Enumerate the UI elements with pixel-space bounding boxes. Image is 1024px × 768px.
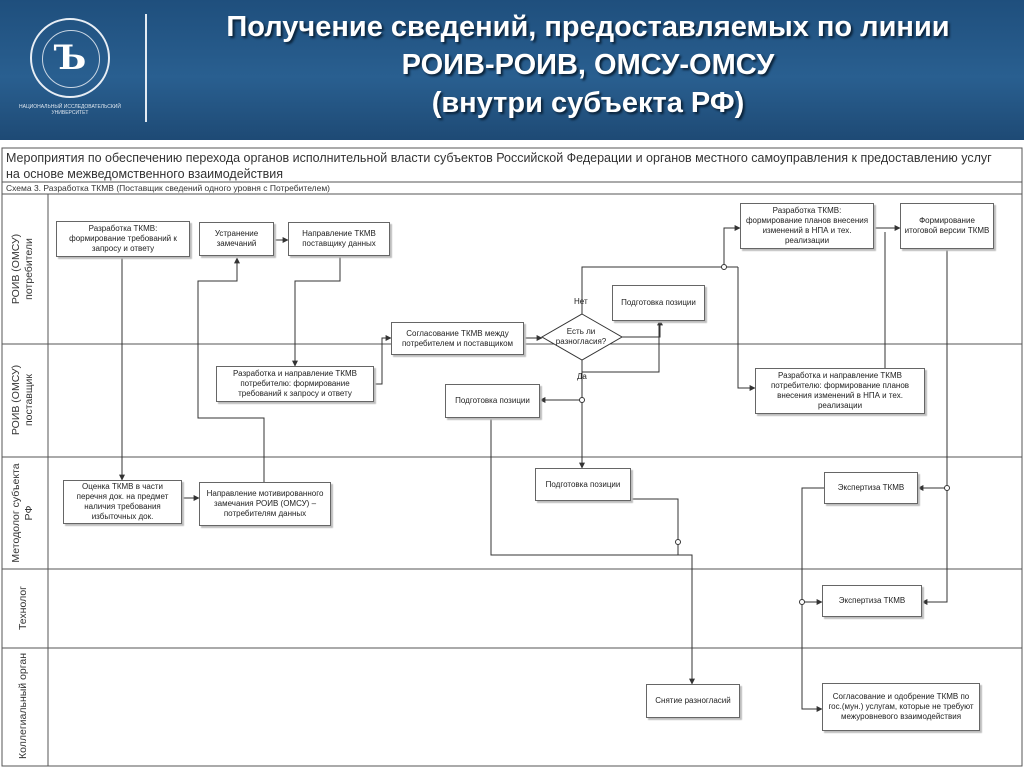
title-line-1: Получение сведений, предоставляемых по л… [226, 11, 950, 43]
box-final-version: Формирование итоговой версии ТКМВ [900, 203, 994, 249]
lane-methodologist: Методолог субъекта РФ [10, 463, 35, 563]
box-expertise-methodologist: Экспертиза ТКМВ [824, 472, 918, 504]
box-resolve-disagreements: Снятие разногласий [646, 684, 740, 718]
lane-supplier: РОИВ (ОМСУ) поставщик [10, 364, 35, 436]
lane-consumer: РОИВ (ОМСУ) потребители [10, 233, 35, 305]
logo-ring [42, 30, 100, 88]
header-divider [145, 14, 147, 122]
title-line-3: (внутри субъекта РФ) [431, 87, 745, 119]
box-assess-tkmv: Оценка ТКМВ в части перечня док. на пред… [63, 480, 182, 524]
slide-header: Ъ Национальный исследовательский универс… [0, 0, 1024, 140]
decision-no-label: Нет [574, 297, 588, 306]
university-logo: Ъ [30, 18, 110, 98]
box-expertise-technologist: Экспертиза ТКМВ [822, 585, 922, 617]
box-send-to-supplier: Направление ТКМВ поставщику данных [288, 222, 390, 256]
box-prepare-position-2: Подготовка позиции [445, 384, 540, 418]
lane-collegial-body: Коллегиальный орган [16, 653, 29, 759]
logo-caption: Национальный исследовательский университ… [19, 104, 121, 116]
box-develop-tkmv: Разработка ТКМВ: формирование требований… [56, 221, 190, 257]
box-develop-send-plans: Разработка и направление ТКМВ потребител… [755, 368, 925, 414]
box-fix-remarks: Устранение замечаний [199, 222, 274, 256]
box-approval: Согласование и одобрение ТКМВ по гос.(му… [822, 683, 980, 731]
slide-title: Получение сведений, предоставляемых по л… [152, 8, 1024, 122]
box-develop-plans: Разработка ТКМВ: формирование планов вне… [740, 203, 874, 249]
logo-emblem-icon: Ъ [53, 38, 87, 78]
box-develop-send-consumer: Разработка и направление ТКМВ потребител… [216, 366, 374, 402]
box-prepare-position-3: Подготовка позиции [535, 468, 631, 501]
diagram-heading: Мероприятия по обеспечению перехода орга… [6, 151, 992, 181]
scheme-caption: Схема 3. Разработка ТКМВ (Поставщик свед… [6, 183, 330, 193]
decision-yes-label: Да [577, 372, 587, 381]
box-prepare-position-1: Подготовка позиции [612, 285, 705, 321]
lane-technologist: Технолог [16, 586, 29, 631]
box-coordination: Согласование ТКМВ между потребителем и п… [391, 322, 524, 355]
title-line-2: РОИВ-РОИВ, ОМСУ-ОМСУ [401, 49, 775, 81]
decision-disagreements: Есть ли разногласия? [555, 327, 607, 346]
box-send-remark: Направление мотивированного замечания РО… [199, 482, 331, 526]
